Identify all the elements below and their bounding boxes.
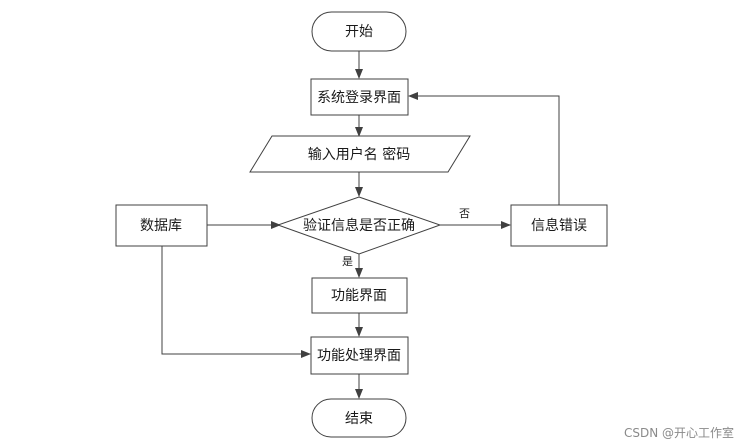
edge-label-yes: 是 (342, 255, 353, 268)
node-error: 信息错误 (510, 204, 608, 247)
node-login-label: 系统登录界面 (317, 90, 401, 106)
node-function-process: 功能处理界面 (310, 336, 409, 375)
node-verify: 验证信息是否正确 (276, 196, 442, 255)
node-function-process-label: 功能处理界面 (317, 348, 401, 364)
node-login: 系统登录界面 (310, 78, 409, 116)
node-function-ui: 功能界面 (311, 277, 408, 314)
node-verify-label: 验证信息是否正确 (303, 217, 415, 234)
node-input-label: 输入用户名 密码 (308, 146, 410, 163)
node-function-ui-label: 功能界面 (331, 288, 387, 304)
node-start-label: 开始 (345, 24, 373, 40)
node-database: 数据库 (115, 204, 208, 247)
edge-database-to-process (161, 246, 311, 358)
edge-error-to-login (408, 92, 560, 205)
node-database-label: 数据库 (140, 218, 182, 234)
edge-label-no: 否 (459, 207, 470, 220)
node-input: 输入用户名 密码 (249, 135, 471, 173)
node-error-label: 信息错误 (531, 217, 587, 234)
node-start: 开始 (311, 11, 407, 52)
node-end: 结束 (311, 398, 407, 438)
watermark: CSDN @开心工作室 (623, 426, 734, 440)
node-end-label: 结束 (345, 411, 373, 427)
